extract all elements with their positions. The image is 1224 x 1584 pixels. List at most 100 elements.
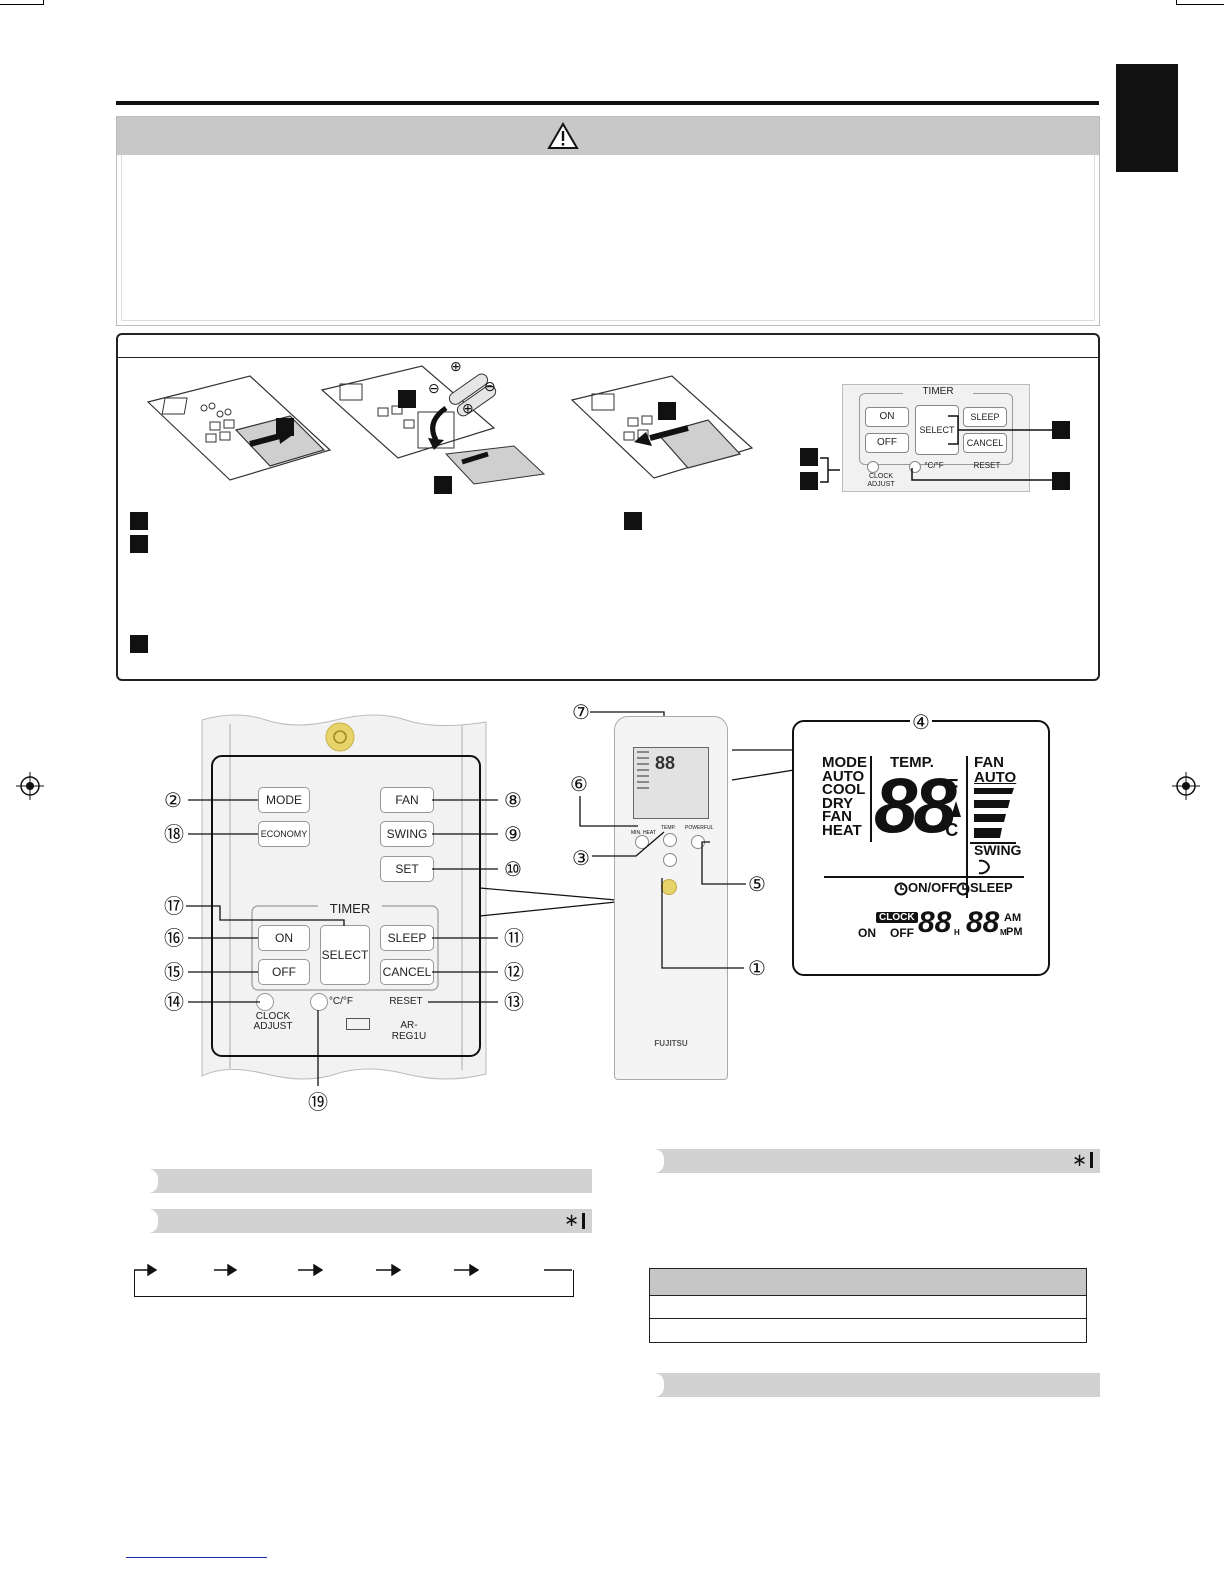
step-badge bbox=[658, 402, 676, 420]
lcd-mode-cool: COOL bbox=[822, 781, 866, 798]
step-badge bbox=[130, 635, 148, 653]
callout-14: ⑭ bbox=[164, 990, 184, 1014]
lcd-mode-heat: HEAT bbox=[822, 821, 862, 839]
callout-12: ⑫ bbox=[504, 960, 524, 984]
timer-on-button[interactable]: ON bbox=[865, 407, 909, 427]
clock-label: CLOCK bbox=[255, 1011, 291, 1022]
timer-clock-icon bbox=[894, 882, 908, 896]
lcd-display-blowup: MODE AUTO COOL DRY FAN HEAT TEMP. 88 °F … bbox=[792, 720, 1050, 976]
crop-mark bbox=[0, 4, 44, 5]
marker-bar bbox=[1090, 1152, 1093, 1168]
timer-panel-callout-lines bbox=[820, 415, 1052, 483]
model-label: AR-REG1U bbox=[391, 1020, 427, 1042]
remote-cover-close-illustration bbox=[570, 375, 754, 479]
crop-mark bbox=[1176, 4, 1224, 5]
lcd-celsius: °C bbox=[938, 820, 959, 840]
lcd-mode-auto: AUTO bbox=[822, 767, 865, 785]
callout-11: ⑪ bbox=[504, 926, 524, 950]
battery-insert-illustration bbox=[320, 365, 546, 485]
lcd-temp-digits: 88 bbox=[874, 761, 957, 849]
section-bar bbox=[654, 1373, 1100, 1397]
table-row bbox=[649, 1319, 1087, 1343]
lcd-h-label: H bbox=[954, 928, 960, 937]
crop-mark bbox=[43, 0, 44, 4]
warning-triangle-icon bbox=[547, 122, 579, 149]
lcd-off-label: OFF bbox=[890, 926, 914, 940]
temp-up-button[interactable] bbox=[663, 833, 677, 847]
mode-button[interactable]: MODE bbox=[258, 787, 310, 813]
lcd-fan-label: FAN bbox=[974, 754, 1004, 771]
timer-on-button[interactable]: ON bbox=[258, 925, 310, 951]
fan-button[interactable]: FAN bbox=[380, 787, 434, 813]
callout-19: ⑲ bbox=[308, 1090, 328, 1114]
timer-sleep-button[interactable]: SLEEP bbox=[380, 925, 434, 951]
timer-sleep-button[interactable]: SLEEP bbox=[963, 407, 1007, 427]
note-asterisk: ∗ bbox=[1072, 1150, 1088, 1170]
clock-adjust-button[interactable] bbox=[867, 461, 879, 473]
temp-down-button[interactable] bbox=[663, 853, 677, 867]
crop-mark bbox=[1176, 0, 1177, 4]
section-bar bbox=[148, 1169, 592, 1193]
language-tab bbox=[1116, 64, 1178, 172]
clock-label: CLOCK bbox=[868, 473, 894, 480]
lcd-fan-speed-bars-icon bbox=[974, 788, 1014, 838]
celsius-fahrenheit-button[interactable] bbox=[310, 993, 328, 1011]
min-heat-label: MIN. HEAT bbox=[631, 830, 656, 836]
timer-select-button[interactable]: SELECT bbox=[320, 925, 370, 985]
step-badge bbox=[130, 512, 148, 530]
step-badge bbox=[434, 476, 452, 494]
header-rule bbox=[116, 101, 1099, 105]
battery-header-line bbox=[118, 357, 1098, 358]
section-bar bbox=[148, 1209, 592, 1233]
callout-8: ⑧ bbox=[504, 788, 522, 812]
callout-16: ⑯ bbox=[164, 926, 184, 950]
mode-cycle-arrows bbox=[134, 1263, 572, 1277]
lcd-time-minutes: 88 bbox=[966, 906, 1000, 939]
timer-cancel-button[interactable]: CANCEL bbox=[963, 433, 1007, 453]
table-row bbox=[649, 1295, 1087, 1319]
plus-icon: ⊕ bbox=[450, 358, 462, 374]
timer-off-button[interactable]: OFF bbox=[865, 433, 909, 453]
lcd-mode-fan: FAN bbox=[822, 808, 852, 825]
timer-panel-photo: TIMER ON OFF SELECT SLEEP CANCEL CLOCK A… bbox=[842, 384, 1030, 492]
closeup-callout-lines bbox=[186, 799, 498, 1086]
full-remote-callout-lines bbox=[579, 711, 795, 969]
plus-icon: ⊕ bbox=[462, 400, 474, 416]
minus-icon: ⊖ bbox=[484, 378, 496, 394]
callout-15: ⑮ bbox=[164, 960, 184, 984]
swing-button[interactable]: SWING bbox=[380, 821, 434, 847]
lcd-time-hours: 88 bbox=[918, 906, 952, 939]
callout-2: ② bbox=[164, 788, 182, 812]
registration-mark bbox=[1172, 772, 1200, 800]
zoom-connector-lines bbox=[479, 887, 617, 917]
set-button[interactable]: SET bbox=[380, 856, 434, 882]
lcd-temp-label: TEMP. bbox=[890, 754, 934, 771]
timer-off-button[interactable]: OFF bbox=[258, 959, 310, 985]
callout-3: ③ bbox=[572, 846, 590, 870]
cf-label: °C/°F bbox=[924, 461, 944, 470]
footer-link-underline bbox=[126, 1557, 267, 1558]
lcd-m-label: M bbox=[1000, 928, 1007, 937]
lcd-mode-dry: DRY bbox=[822, 794, 854, 812]
economy-button[interactable]: ECONOMY bbox=[258, 821, 310, 847]
callout-1: ① bbox=[748, 956, 766, 980]
registration-mark bbox=[16, 772, 44, 800]
step-badge bbox=[624, 512, 642, 530]
section-bar bbox=[654, 1149, 1100, 1173]
step-badge bbox=[1052, 421, 1070, 439]
lcd-clock-badge: CLOCK bbox=[876, 912, 918, 923]
lcd-mode-list: MODE AUTO COOL DRY FAN HEAT bbox=[822, 755, 867, 839]
callout-6: ⑥ bbox=[570, 772, 588, 796]
min-heat-button[interactable] bbox=[635, 835, 649, 849]
note-asterisk: ∗ bbox=[564, 1210, 580, 1230]
mode-cycle-loop bbox=[134, 1270, 574, 1297]
adjust-label: ADJUST bbox=[253, 1021, 293, 1032]
callout-5: ⑤ bbox=[748, 872, 766, 896]
lcd-fan-auto: AUTO bbox=[974, 769, 1017, 786]
callout-7: ⑦ bbox=[572, 700, 590, 724]
lcd-on-label: ON bbox=[858, 926, 876, 940]
marker-bar bbox=[582, 1213, 585, 1229]
timer-title: TIMER bbox=[903, 386, 973, 397]
reset-label: RESET bbox=[389, 996, 423, 1007]
remote-cover-open-illustration bbox=[146, 375, 332, 481]
